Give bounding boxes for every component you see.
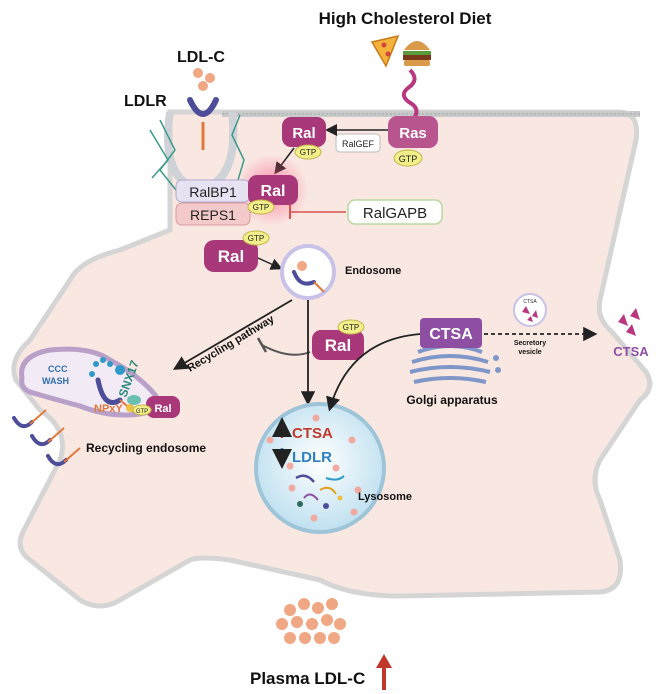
page-title: High Cholesterol Diet bbox=[319, 9, 492, 28]
ras-label: Ras bbox=[399, 125, 427, 142]
recycling-endosome-label: Recycling endosome bbox=[86, 441, 206, 455]
recycling-endosome bbox=[19, 346, 161, 418]
reps1-label: REPS1 bbox=[190, 207, 236, 223]
ralgef-label: RalGEF bbox=[342, 139, 375, 149]
endosome bbox=[280, 244, 336, 300]
ral-cytosol-label: Ral bbox=[218, 247, 244, 266]
secreted-ctsa-label: CTSA bbox=[613, 344, 649, 359]
ral-endosome-gtp-label: GTP bbox=[343, 323, 359, 332]
secreted-ctsa bbox=[618, 308, 640, 336]
endosome-label: Endosome bbox=[345, 265, 401, 277]
ral-cytosol-node: Ral GTP bbox=[204, 230, 270, 272]
recycled-ldlr bbox=[12, 409, 81, 467]
ldlr-label: LDLR bbox=[124, 93, 167, 110]
surface-ldlr bbox=[187, 97, 219, 150]
ccc-label: CCC bbox=[48, 364, 68, 374]
ral-endosome-node: Ral GTP bbox=[312, 319, 365, 360]
ctsa-label: CTSA bbox=[429, 326, 473, 343]
plasma-ldl-label: Plasma LDL-C bbox=[250, 669, 365, 688]
ral-recycling-gtp-label: GTP bbox=[136, 409, 148, 415]
ras-tail bbox=[401, 68, 419, 120]
ral-endosome-label: Ral bbox=[325, 336, 351, 355]
ral-complex-label: Ral bbox=[261, 183, 286, 200]
ral-membrane-gtp-label: GTP bbox=[300, 148, 316, 157]
ldl-c-label: LDL-C bbox=[177, 49, 225, 66]
lysosome bbox=[254, 402, 386, 534]
golgi-label: Golgi apparatus bbox=[406, 393, 498, 407]
ctsa-to-lysosome-arrow bbox=[326, 333, 421, 412]
ras-gtp-label: GTP bbox=[399, 154, 418, 164]
lyso-ctsa-label: CTSA bbox=[292, 425, 333, 442]
ralbp1-label: RalBP1 bbox=[189, 184, 237, 200]
ralgapb-node: RalGAPB bbox=[347, 199, 443, 225]
plasma-ldl-particles bbox=[276, 598, 346, 644]
ral-complex-gtp-label: GTP bbox=[253, 203, 269, 212]
ral-inhibit-recycling-line bbox=[261, 344, 311, 356]
secretory-label-line1: Secretory bbox=[514, 340, 546, 347]
plasma-ldl-increase-head bbox=[376, 654, 392, 668]
ralgapb-label: RalGAPB bbox=[363, 205, 427, 222]
ldl-particles-top bbox=[193, 68, 215, 91]
secretory-label-line2: vesicle bbox=[518, 349, 541, 356]
npxy-label: NPxY bbox=[94, 403, 123, 415]
vesicle-ctsa-label: CTSA bbox=[523, 299, 537, 305]
secretory-vesicle bbox=[513, 293, 547, 327]
lyso-ldlr-label: LDLR bbox=[292, 449, 332, 466]
ctsa-node: CTSA bbox=[420, 318, 482, 348]
ral-recycling-label: Ral bbox=[154, 403, 171, 415]
ralgef-node: RalGEF bbox=[335, 133, 381, 153]
ral-inhibit-recycling-bar bbox=[256, 337, 268, 353]
ral-membrane-node: Ral GTP bbox=[282, 117, 326, 160]
ral-to-endosome-arrow bbox=[257, 257, 283, 270]
ral-membrane-label: Ral bbox=[292, 125, 315, 142]
wash-label: WASH bbox=[42, 376, 69, 386]
pizza-icon bbox=[370, 34, 400, 68]
ral-cytosol-gtp-label: GTP bbox=[248, 234, 264, 243]
ras-node: Ras GTP bbox=[388, 116, 438, 167]
lysosome-label: Lysosome bbox=[358, 491, 412, 503]
burger-icon bbox=[403, 41, 431, 66]
recycling-pathway-arrow bbox=[172, 299, 293, 370]
golgi-apparatus bbox=[409, 344, 501, 384]
ral-recycling-node: Ral GTP bbox=[132, 396, 180, 418]
